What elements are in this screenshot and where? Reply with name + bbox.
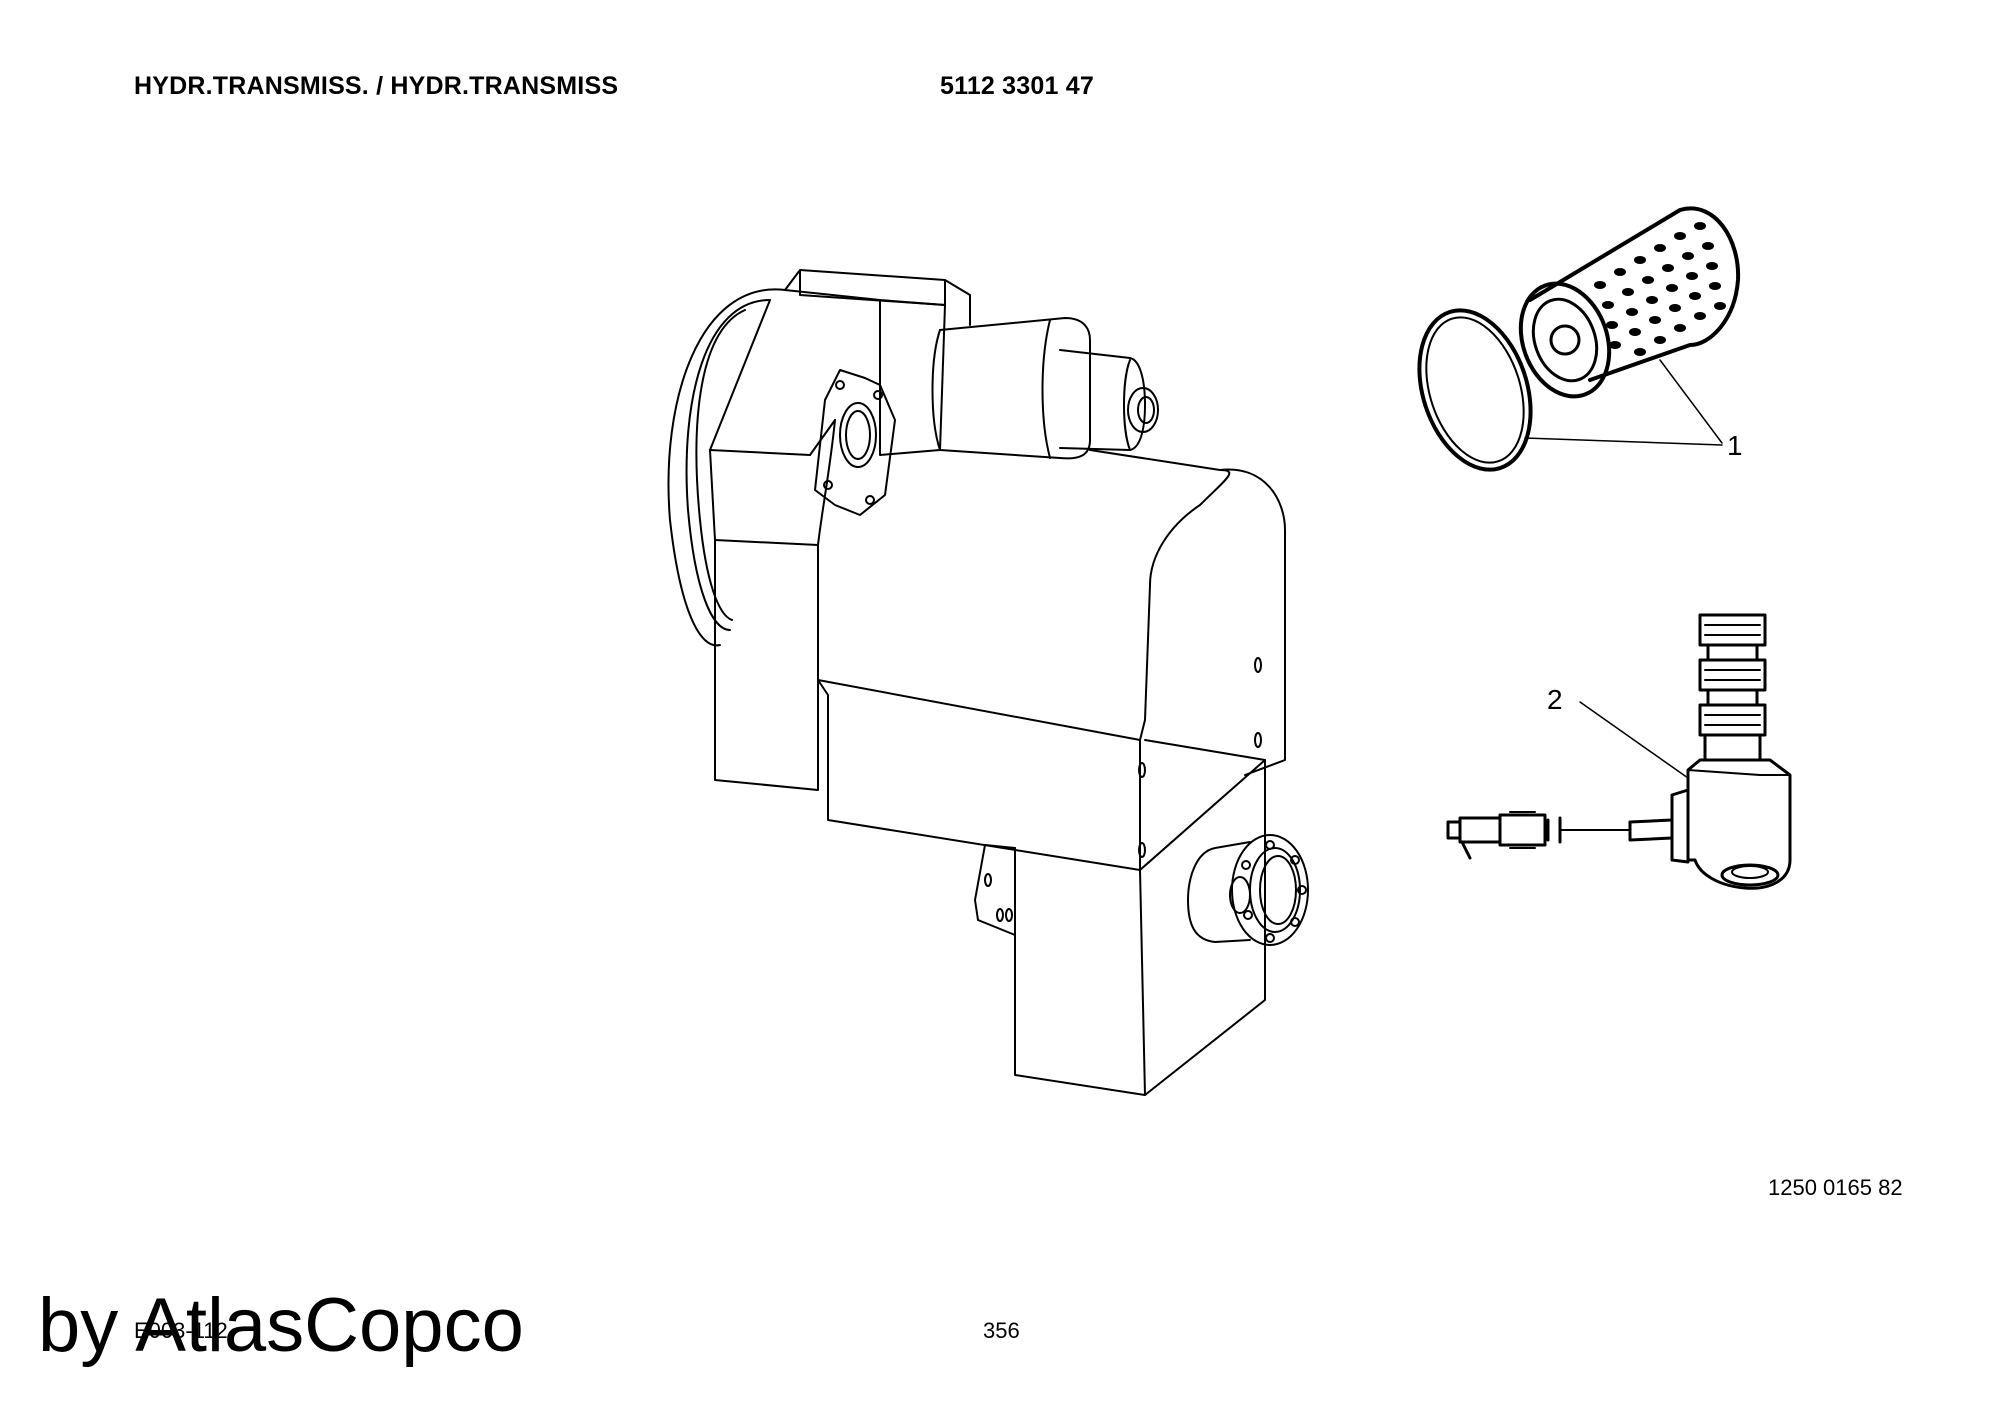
part-number: 5112 3301 47 bbox=[940, 72, 1094, 100]
filter-perforation-pattern bbox=[1594, 222, 1726, 356]
callout-label-2: 2 bbox=[1547, 684, 1563, 715]
filter-element-assembly bbox=[1417, 206, 1741, 472]
document-code: E003-112 bbox=[134, 1318, 228, 1343]
page-number: 356 bbox=[983, 1318, 1020, 1343]
page-title: HYDR.TRANSMISS. / HYDR.TRANSMISS bbox=[134, 72, 619, 100]
callout-label-1: 1 bbox=[1727, 430, 1743, 461]
reference-number: 1250 0165 82 bbox=[1768, 1175, 1903, 1200]
watermark: by AtlasCopco bbox=[38, 1283, 524, 1368]
transmission-housing bbox=[667, 269, 1309, 1096]
solenoid-valve bbox=[1446, 613, 1792, 890]
